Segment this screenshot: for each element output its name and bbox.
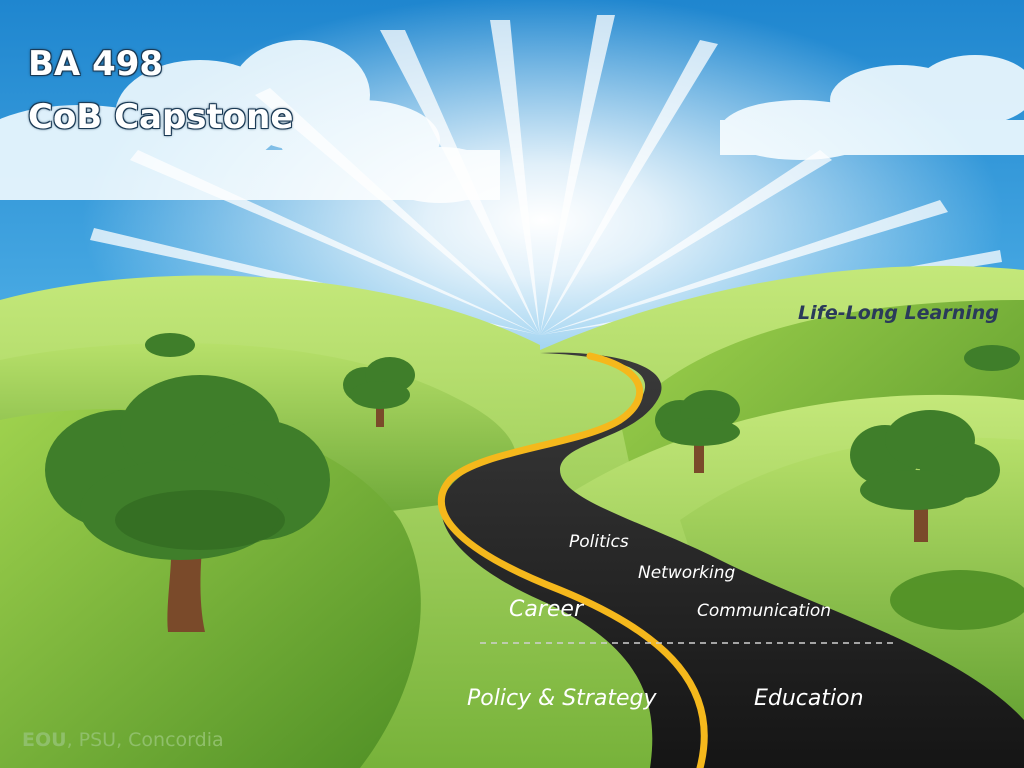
tree-far-right bbox=[964, 345, 1020, 371]
slide-title-line-1: BA 498 bbox=[28, 44, 164, 84]
slide-title-line-2: CoB Capstone bbox=[28, 97, 294, 137]
road-label-networking: Networking bbox=[638, 563, 736, 583]
footer-institutions: EOU, PSU, Concordia bbox=[22, 729, 224, 751]
sun-rays bbox=[90, 15, 1002, 335]
road-label-career: Career bbox=[509, 597, 584, 622]
road bbox=[441, 352, 1024, 768]
footer-eou: EOU bbox=[22, 729, 67, 751]
road-label-education: Education bbox=[754, 686, 864, 711]
road-center-line bbox=[437, 352, 708, 768]
footer-separator: , bbox=[66, 729, 79, 751]
shrub-right bbox=[890, 570, 1024, 630]
life-long-learning-label: Life-Long Learning bbox=[798, 302, 999, 324]
footer-others: PSU, Concordia bbox=[78, 729, 224, 751]
tree-mid-right bbox=[655, 390, 740, 473]
tree-right bbox=[850, 410, 1000, 542]
road-label-communication: Communication bbox=[697, 601, 831, 621]
tree-small-mid-left bbox=[343, 357, 415, 427]
road-label-politics: Politics bbox=[569, 532, 629, 552]
tree-small-back-left bbox=[145, 333, 195, 357]
road-label-policy-strategy: Policy & Strategy bbox=[467, 686, 657, 711]
tree-large-left bbox=[45, 375, 330, 632]
